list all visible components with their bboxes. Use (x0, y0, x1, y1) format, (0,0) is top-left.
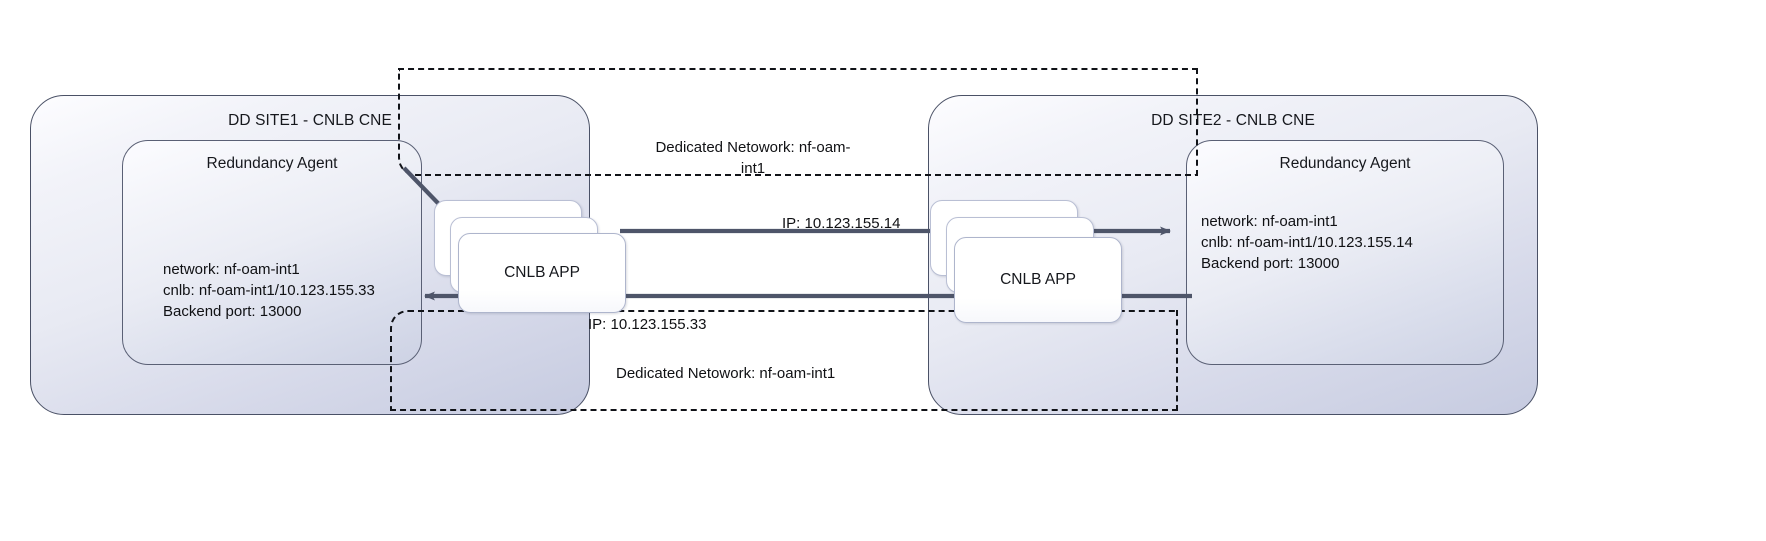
dedicated-network-label-top-line1: Dedicated Netowork: nf-oam- (655, 139, 851, 156)
flow-label-to-site1: IP: 10.123.155.33 (588, 316, 707, 333)
cnlb-app-label-site1: CNLB APP (504, 264, 580, 281)
redundancy-agent-site2[interactable]: Redundancy Agent network: nf-oam-int1 cn… (1186, 140, 1504, 365)
dedicated-network-label-bottom: Dedicated Netowork: nf-oam-int1 (616, 365, 836, 382)
agent-detail-network-site1: network: nf-oam-int1 (163, 261, 300, 278)
agent-detail-cnlb-site2: cnlb: nf-oam-int1/10.123.155.14 (1201, 234, 1413, 251)
agent-detail-backend-port-site1: Backend port: 13000 (163, 303, 302, 320)
dedicated-network-region-bottom (390, 310, 1178, 411)
site-title-site2: DD SITE2 - CNLB CNE (1151, 112, 1315, 129)
dedicated-network-label-top-line2: int1 (740, 160, 766, 177)
dedicated-network-region-top (398, 68, 1198, 176)
dedicated-network-label-top: Dedicated Netowork: nf-oam- int1 (618, 137, 888, 179)
cnlb-app-card-front[interactable]: CNLB APP (458, 233, 626, 313)
cnlb-app-stack-site1[interactable]: CNLB APP (434, 200, 634, 320)
site-title-site1: DD SITE1 - CNLB CNE (228, 112, 392, 129)
redundancy-agent-details-site1: network: nf-oam-int1 cnlb: nf-oam-int1/1… (163, 259, 375, 322)
redundancy-agent-details-site2: network: nf-oam-int1 cnlb: nf-oam-int1/1… (1201, 211, 1413, 274)
cnlb-app-label-site2: CNLB APP (1000, 271, 1076, 288)
redundancy-agent-title-site2: Redundancy Agent (1279, 155, 1411, 172)
agent-detail-cnlb-site1: cnlb: nf-oam-int1/10.123.155.33 (163, 282, 375, 299)
cnlb-app-card-front[interactable]: CNLB APP (954, 237, 1122, 323)
agent-detail-backend-port-site2: Backend port: 13000 (1201, 255, 1340, 272)
cnlb-app-stack-site2[interactable]: CNLB APP (930, 200, 1130, 330)
redundancy-agent-site1[interactable]: Redundancy Agent network: nf-oam-int1 cn… (122, 140, 422, 365)
agent-detail-network-site2: network: nf-oam-int1 (1201, 213, 1338, 230)
redundancy-agent-title-site1: Redundancy Agent (206, 155, 338, 172)
flow-label-to-site2: IP: 10.123.155.14 (782, 215, 901, 232)
